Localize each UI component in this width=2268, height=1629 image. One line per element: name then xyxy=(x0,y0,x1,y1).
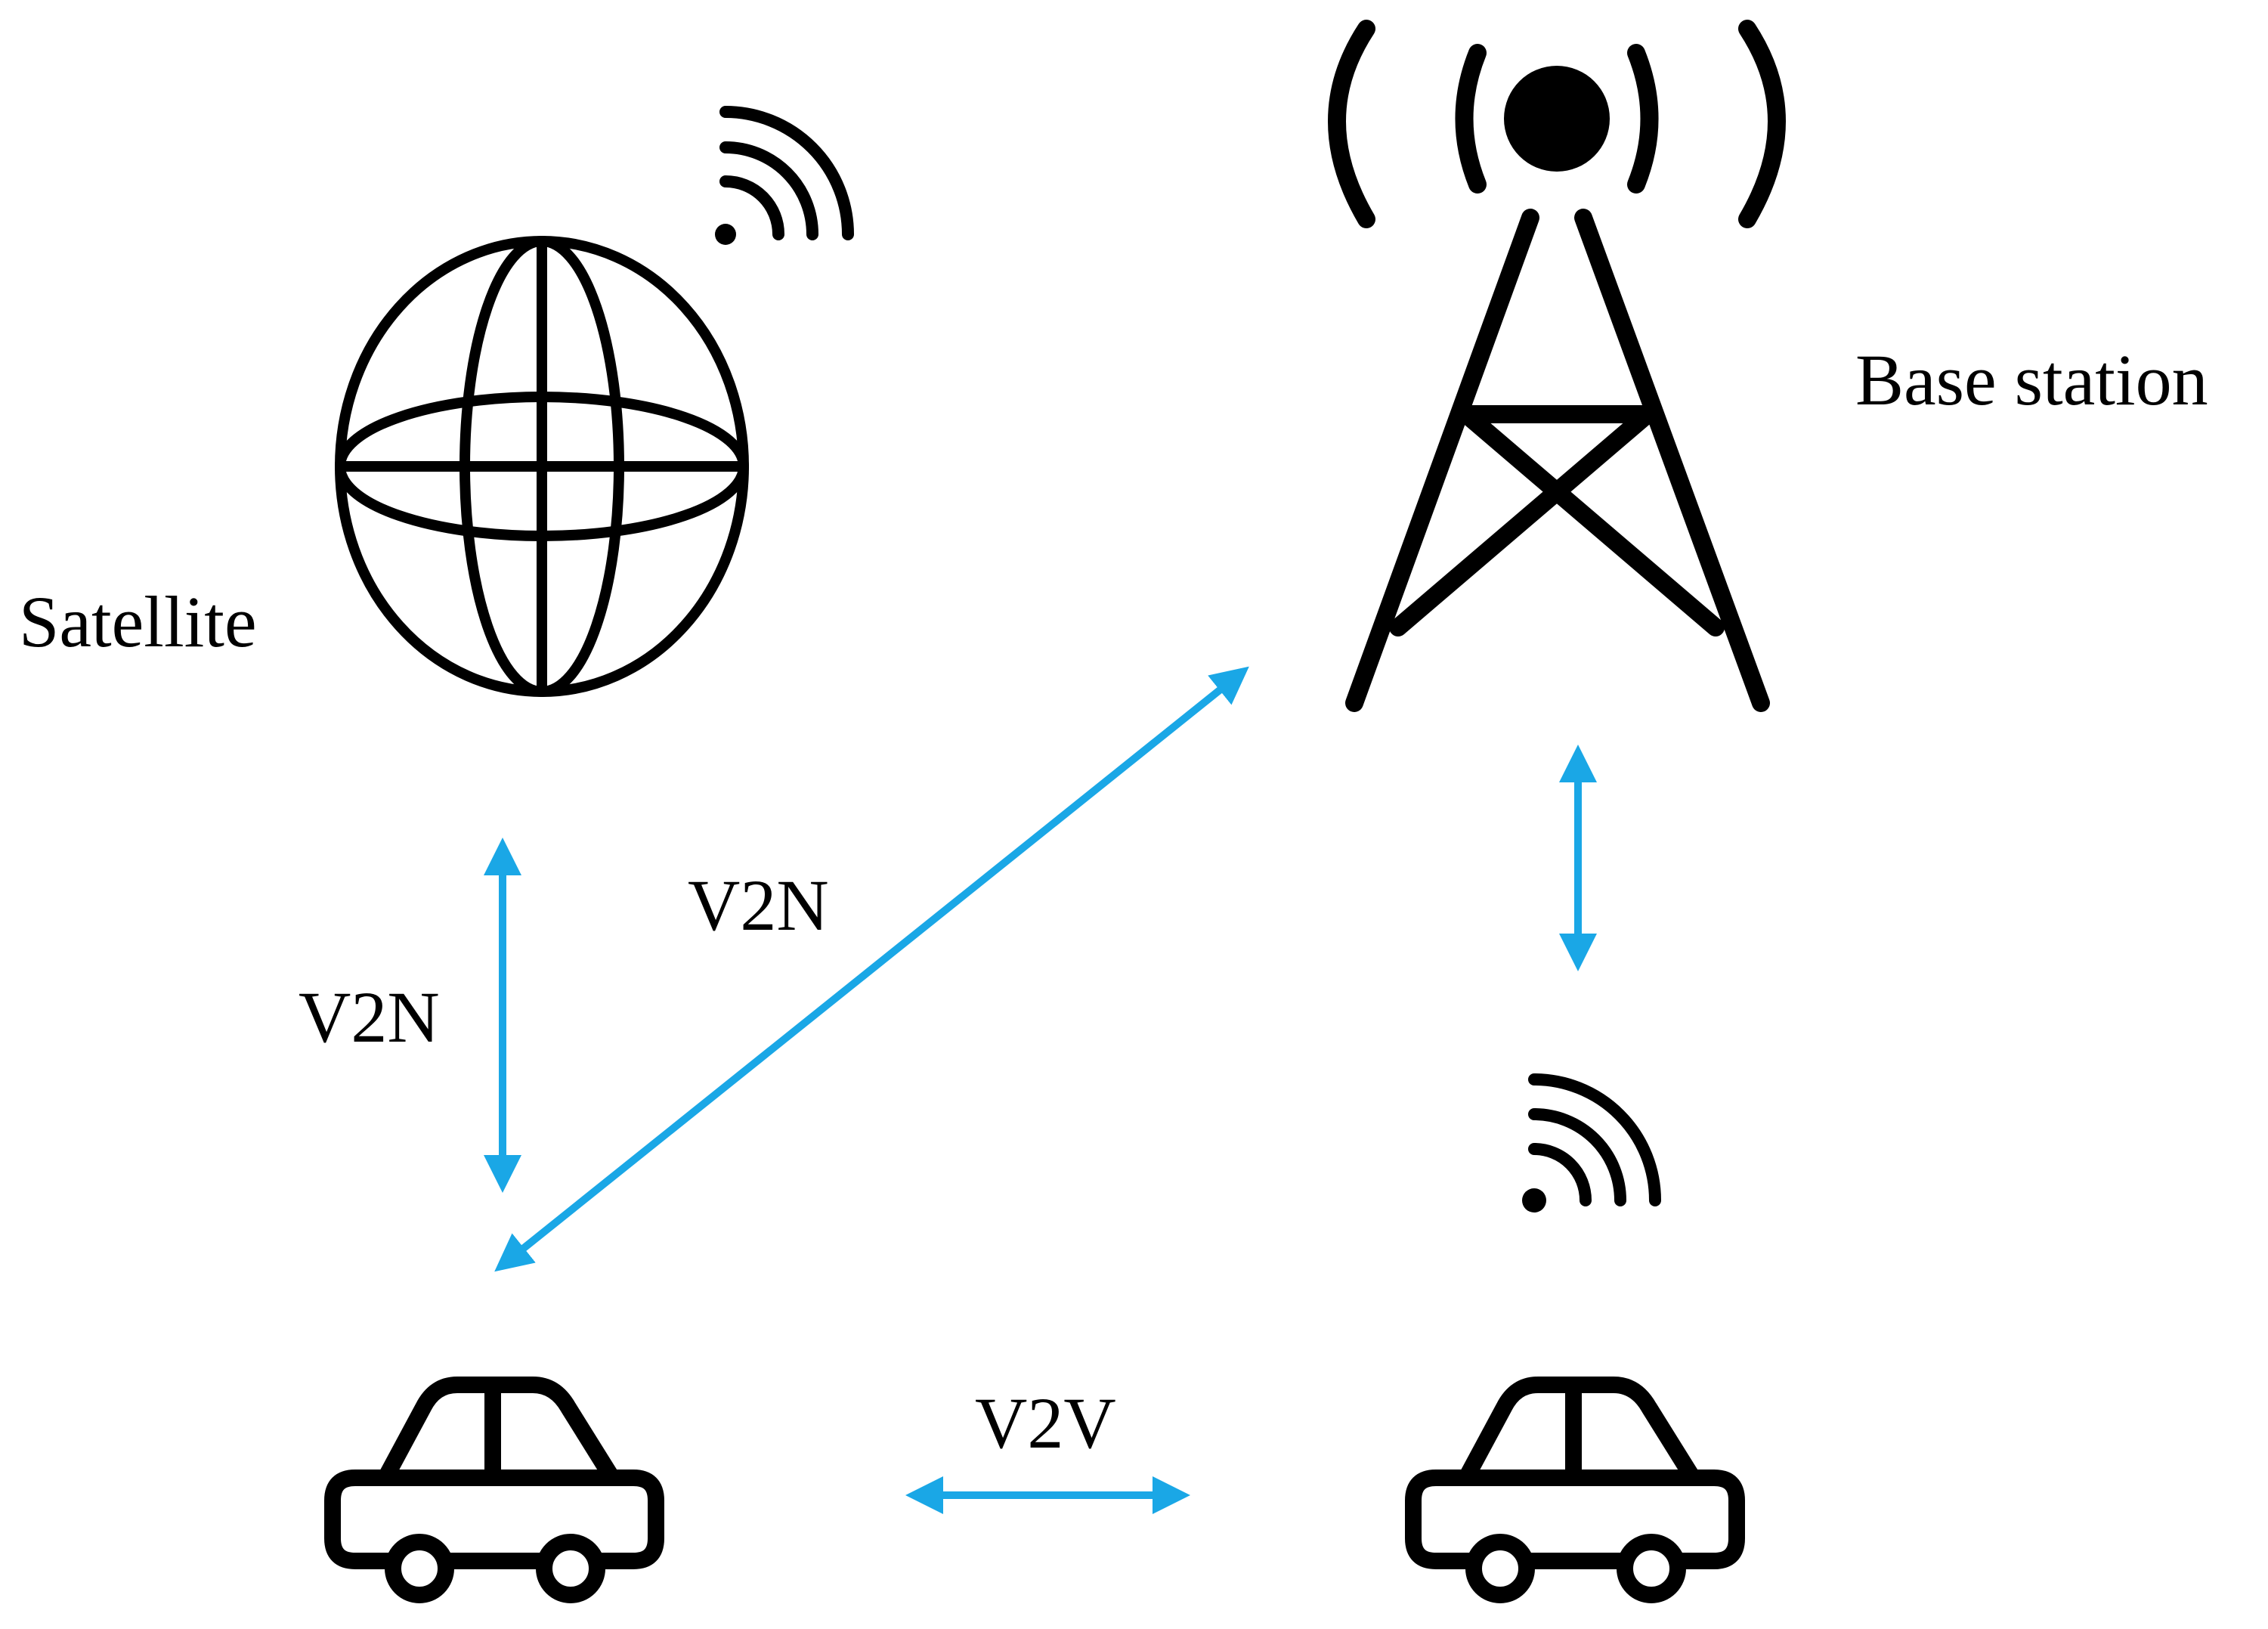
car-wifi-icon xyxy=(1522,1073,1661,1212)
satellite-wifi-icon xyxy=(715,106,854,245)
v2n-vertical-label: V2N xyxy=(299,977,440,1058)
car-icon-left xyxy=(324,1377,664,1603)
v2n-diagonal-arrow xyxy=(494,666,1249,1272)
v2v-label: V2V xyxy=(975,1383,1116,1463)
satellite-label: Satellite xyxy=(19,581,257,662)
car-icon-right xyxy=(1405,1377,1745,1603)
globe-icon xyxy=(335,236,749,697)
cell-tower-icon xyxy=(1328,20,1786,712)
base-station-label: Base station xyxy=(1855,339,2208,420)
v2n-diagonal-label: V2N xyxy=(688,865,829,946)
